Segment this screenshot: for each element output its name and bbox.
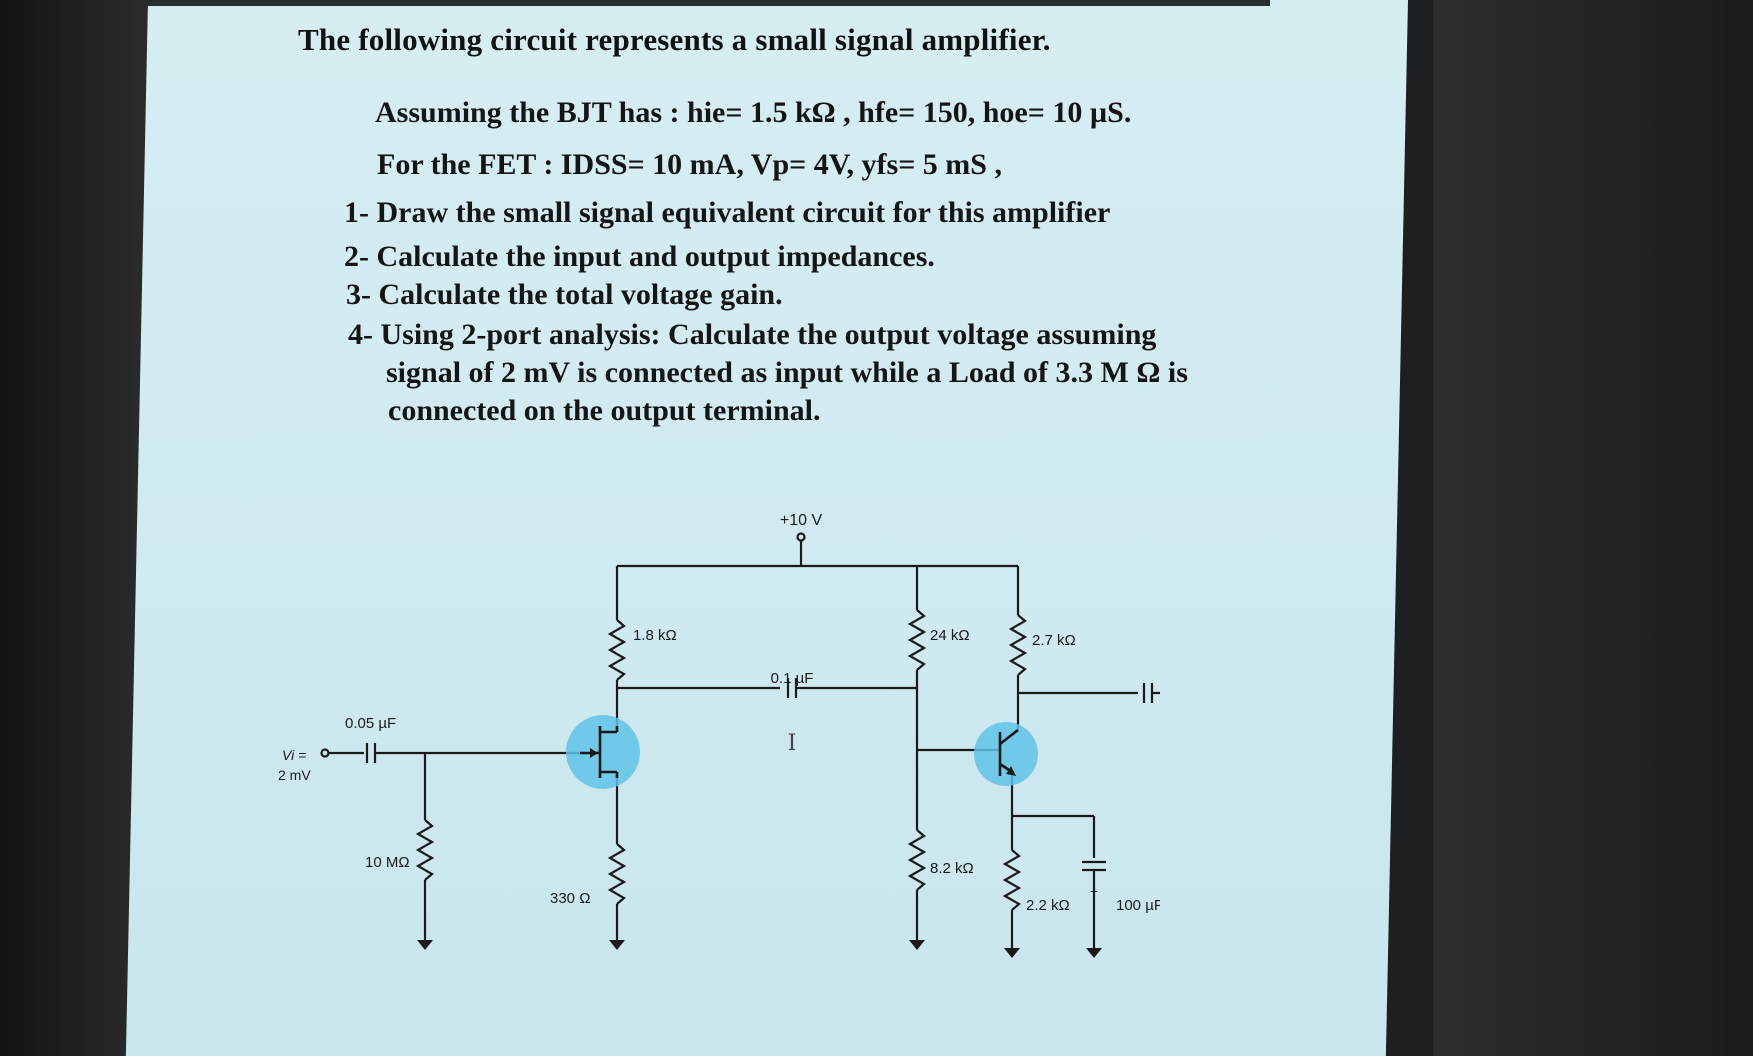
bias-resistor-bottom-label: 8.2 kΩ <box>930 860 974 877</box>
input-terminal <box>320 748 330 758</box>
collector-resistor <box>1008 614 1028 676</box>
amplifier-circuit-diagram: +10 V 1.8 kΩ 0.1 µF I 24 kΩ 2.7 kΩ Vo 8.… <box>278 512 1160 958</box>
emitter-resistor <box>1002 849 1022 911</box>
task-3: 3- Calculate the total voltage gain. <box>346 278 783 311</box>
emitter-resistor-label: 2.2 kΩ <box>1026 897 1070 914</box>
monitor-bezel-right <box>1433 0 1753 1056</box>
gate-resistor-label: 10 MΩ <box>365 854 410 871</box>
bias-resistor-bottom <box>907 829 927 891</box>
task-4-line-3: connected on the output terminal. <box>388 394 821 427</box>
task-4-line-2: signal of 2 mV is connected as input whi… <box>386 356 1188 389</box>
text-cursor-icon: I <box>788 731 797 756</box>
ground-emitter-cap <box>1086 948 1102 958</box>
gate-resistor <box>415 819 435 881</box>
task-4-line-1: 4- Using 2-port analysis: Calculate the … <box>348 318 1157 351</box>
input-cap-label: 0.05 µF <box>345 715 396 732</box>
coupling-cap-label: 0.1 µF <box>771 670 814 687</box>
supply-terminal <box>796 532 806 542</box>
ground-gate <box>417 940 433 950</box>
task-2: 2- Calculate the input and output impeda… <box>344 240 935 273</box>
bjt-parameters: Assuming the BJT has : hie= 1.5 kΩ , hfe… <box>375 96 1132 129</box>
ground-source <box>609 940 625 950</box>
monitor-bezel-left <box>0 0 150 1056</box>
emitter-cap-label: 100 µF <box>1116 897 1160 914</box>
drain-resistor-label: 1.8 kΩ <box>633 627 677 644</box>
input-label: Vi = <box>282 747 306 763</box>
supply-label: +10 V <box>780 512 823 529</box>
document-title: The following circuit represents a small… <box>298 22 1051 57</box>
input-value: 2 mV <box>278 767 311 783</box>
jfet-transistor <box>566 715 640 789</box>
task-1: 1- Draw the small signal equivalent circ… <box>344 196 1111 229</box>
drain-resistor <box>607 619 627 681</box>
ground-divider <box>909 940 925 950</box>
ground-emitter-resistor <box>1004 948 1020 958</box>
bias-resistor-top <box>907 609 927 671</box>
screen-top-edge <box>140 0 1270 6</box>
emitter-cap-polarity: + <box>1090 883 1098 899</box>
source-resistor-label: 330 Ω <box>550 890 590 907</box>
collector-resistor-label: 2.7 kΩ <box>1032 632 1076 649</box>
bias-resistor-top-label: 24 kΩ <box>930 627 970 644</box>
source-resistor <box>607 843 627 905</box>
fet-parameters: For the FET : IDSS= 10 mA, Vp= 4V, yfs= … <box>377 148 1002 181</box>
bjt-transistor <box>974 722 1038 786</box>
